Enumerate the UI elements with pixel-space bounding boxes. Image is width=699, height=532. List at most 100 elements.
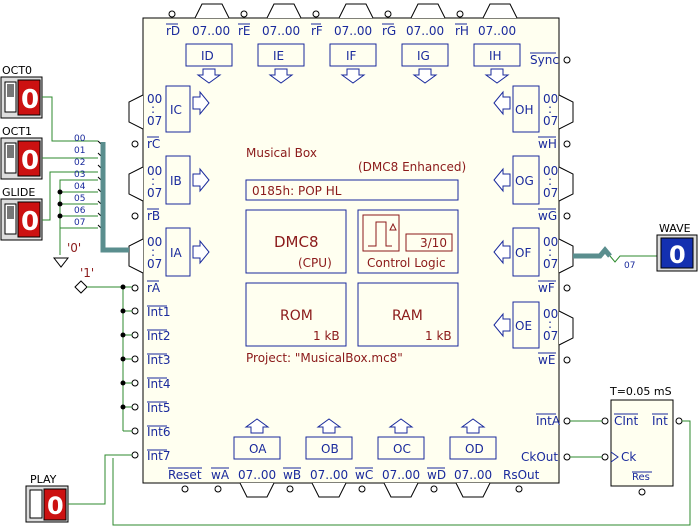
box-OC-label: OC (393, 442, 411, 456)
ckout-label: CkOut (521, 450, 558, 464)
sig-wD: wD (427, 468, 446, 482)
box-OB-label: OB (321, 442, 339, 456)
range-d: 07..00 (454, 468, 492, 482)
switch-oct1[interactable]: OCT1 0 (0, 125, 43, 180)
cpu-sub: (CPU) (298, 256, 332, 270)
timer-label: T=0.05 mS (609, 385, 672, 398)
ground-icon (52, 257, 70, 268)
box-OE (512, 301, 540, 349)
box-IB (165, 155, 191, 205)
box-OG-label: OG (515, 174, 534, 188)
input-bus (100, 142, 129, 253)
box-IC-label: IC (170, 103, 182, 117)
left-arrows (192, 90, 210, 265)
box-IC (165, 85, 191, 133)
sig-rC: rC (147, 137, 160, 151)
int2: Int2 (147, 329, 170, 343)
project-label: Project: "MusicalBox.mc8" (246, 351, 403, 365)
bit-04: 04 (74, 182, 86, 192)
box-OF-label: OF (515, 246, 531, 260)
box-IF-label: IF (346, 49, 357, 63)
top-port-f: rF 07..00 IF (311, 23, 377, 67)
subtitle: (DMC8 Enhanced) (358, 160, 466, 174)
sig-wH: wH (538, 137, 557, 151)
lc-top: 00 (147, 92, 162, 106)
control-label: Control Logic (367, 256, 446, 270)
box-IE (257, 43, 305, 67)
top-port-e: rE 07..00 IE (238, 23, 305, 67)
instruction: 0185h: POP HL (252, 184, 342, 198)
int7: Int7 (147, 449, 170, 463)
left-port-c: 00 : 07 IC rC (147, 85, 191, 151)
range-d: 07..00 (192, 24, 230, 38)
re-bottom: 07 (543, 329, 558, 343)
sync-pin[interactable] (563, 56, 571, 64)
box-IH (473, 43, 521, 67)
switch-oct1-label: OCT1 (2, 125, 32, 138)
sig-rF: rF (311, 24, 323, 38)
play-button[interactable]: PLAY 0 (25, 454, 132, 523)
switch-oct1-value: 0 (21, 146, 39, 176)
inta-label: IntA (536, 414, 561, 428)
box-ID (185, 43, 233, 67)
right-port-g: OG 00 : 07 wG (512, 155, 558, 223)
top-port-h: rH 07..00 IH (455, 23, 521, 67)
box-OB (305, 436, 353, 460)
bit-07: 07 (74, 218, 85, 228)
re-dots: : (548, 317, 552, 331)
timer-ck: Ck (621, 450, 636, 464)
sig-wC: wC (355, 468, 373, 482)
rom-size: 1 kB (313, 329, 340, 343)
switch-glide-value: 0 (21, 207, 39, 237)
sig-rG: rG (382, 24, 396, 38)
int4: Int4 (147, 377, 170, 391)
const-one-wiring: '1' (74, 266, 132, 432)
instruction-box (245, 179, 459, 201)
timer-cint: CInt (614, 414, 639, 428)
control-value: 3/10 (420, 236, 447, 250)
int3: Int3 (147, 353, 170, 367)
triangle-icon (389, 222, 397, 231)
box-IA (165, 227, 191, 277)
sig-rD: rD (166, 24, 180, 38)
top-port-g: rG 07..00 IG (382, 23, 449, 67)
range-e: 07..00 (262, 24, 300, 38)
wave-bus-label: 07 (624, 261, 635, 271)
right-port-f: OF 00 : 07 wF (512, 227, 558, 295)
bit-06: 06 (74, 206, 86, 216)
int5: Int5 (147, 401, 170, 415)
switch-oct0[interactable]: OCT0 0 (0, 64, 43, 119)
box-OA-label: OA (249, 442, 267, 456)
sig-rB: rB (147, 209, 160, 223)
chip-body (142, 17, 560, 484)
rf-bottom: 07 (543, 257, 558, 271)
box-IE-label: IE (273, 49, 284, 63)
range-c: 07..00 (382, 468, 420, 482)
input-bus-wiring: 00 01 02 03 04 05 06 07 '0' (42, 96, 129, 268)
top-arrows (196, 68, 510, 84)
rh-bottom: 07 (543, 114, 558, 128)
lb-top: 00 (147, 164, 162, 178)
wave-output: 07 WAVE 0 (573, 222, 698, 272)
reset-label: Reset (168, 468, 202, 482)
range-b: 07..00 (310, 468, 348, 482)
box-IB-label: IB (170, 174, 182, 188)
switch-glide[interactable]: GLIDE 0 (0, 186, 43, 241)
rom-name: ROM (280, 308, 313, 324)
bit-00: 00 (74, 134, 86, 144)
top-bus-connectors (168, 3, 518, 19)
lc-dots: : (151, 102, 155, 116)
range-g: 07..00 (406, 24, 444, 38)
ram-size: 1 kB (425, 329, 452, 343)
left-port-a: 00 : 07 IA rA (147, 227, 191, 295)
left-port-b: 00 : 07 IB rB (147, 155, 191, 223)
const-zero: '0' (67, 241, 81, 255)
re-top: 00 (543, 307, 558, 321)
right-arrows (493, 90, 511, 338)
rf-dots: : (548, 245, 552, 259)
box-IF (329, 43, 377, 67)
rg-top: 00 (543, 164, 558, 178)
sync-label: Sync (530, 53, 559, 67)
la-dots: : (151, 245, 155, 259)
right-port-e: OE 00 : 07 wE (512, 301, 558, 367)
